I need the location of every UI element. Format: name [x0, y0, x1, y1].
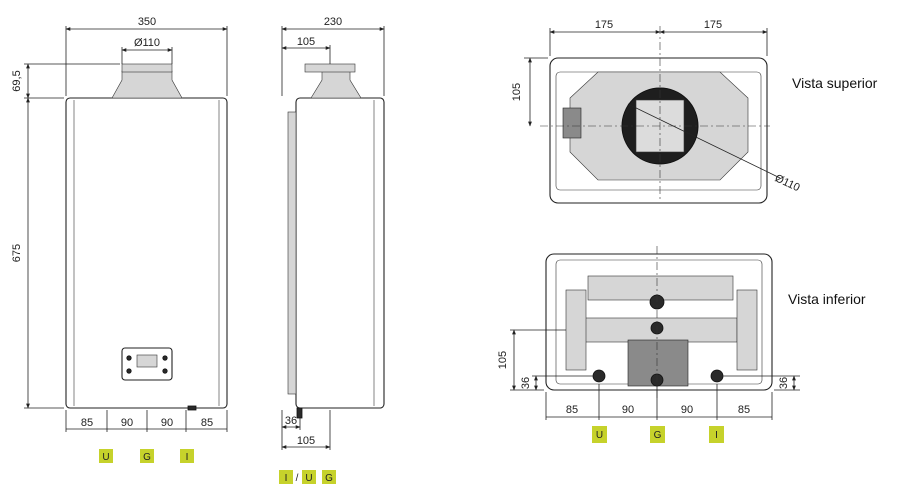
front-flue-adapter [111, 70, 183, 99]
bottom-view-label: Vista inferior [788, 291, 866, 307]
bottom-side-pipe-right [736, 289, 758, 371]
front-flue-pipe [121, 63, 173, 73]
connection-label: U [596, 430, 603, 441]
bottom-right-offset-dim: 36 [778, 377, 790, 389]
side-bottom-depth-dim: 105 [297, 435, 315, 447]
front-spacing-1: 85 [81, 417, 93, 429]
bottom-spacing-2: 90 [622, 404, 634, 416]
connection-label: G [654, 430, 662, 441]
top-depth-offset-dim: 105 [511, 83, 523, 101]
connection-u-icon [592, 369, 606, 383]
connection-label: U [102, 452, 109, 463]
front-width-dim: 350 [138, 16, 156, 28]
connection-badge-g [140, 449, 154, 463]
bottom-spacing-1: 85 [566, 404, 578, 416]
control-display [136, 354, 158, 368]
top-half-width-right: 175 [704, 19, 722, 31]
side-bottom-offset-dim: 36 [285, 415, 297, 427]
connection-badge-i [279, 470, 293, 484]
side-bottom-pipe [296, 407, 303, 419]
connection-label: U [305, 473, 312, 484]
top-flue-diameter-dim: Ø110 [773, 172, 802, 194]
top-connector-block [562, 107, 582, 139]
bottom-spacing-4: 85 [738, 404, 750, 416]
side-mounting-bracket [287, 111, 297, 395]
connection-badge-i [709, 426, 724, 443]
control-button-icon [162, 368, 168, 374]
control-button-icon [126, 368, 132, 374]
front-top-height-dim: 69,5 [11, 70, 23, 91]
front-flue-diameter-dim: Ø110 [134, 37, 160, 49]
front-body-height-dim: 675 [11, 244, 23, 262]
connection-badge-g [650, 426, 665, 443]
connection-badge-u [302, 470, 316, 484]
control-button-icon [126, 355, 132, 361]
bottom-spacing-3: 90 [681, 404, 693, 416]
side-view: 230 105 36 105 I / U G [279, 16, 385, 484]
control-button-icon [162, 355, 168, 361]
connection-label: I [186, 452, 189, 463]
top-view-label: Vista superior [792, 75, 878, 91]
connection-separator: / [296, 473, 299, 484]
front-bottom-connector [187, 405, 197, 411]
connection-badge-u [99, 449, 113, 463]
top-view: 175 175 105 Ø110 Vista superior [511, 19, 878, 204]
connection-label: G [143, 452, 151, 463]
connection-badge-i [180, 449, 194, 463]
front-spacing-3: 90 [161, 417, 173, 429]
side-boiler-body [295, 97, 385, 409]
connection-badge-g [322, 470, 336, 484]
side-depth-dim: 230 [324, 16, 342, 28]
front-spacing-4: 85 [201, 417, 213, 429]
bottom-left-offset-dim: 36 [520, 377, 532, 389]
connection-i-icon [710, 369, 724, 383]
connection-label: I [715, 430, 718, 441]
bottom-view: 105 36 36 85 90 90 85 U G I Vista inferi… [497, 246, 866, 443]
bottom-side-pipe-left [565, 289, 587, 371]
connection-badge-u [592, 426, 607, 443]
top-half-width-left: 175 [595, 19, 613, 31]
side-flue-pipe [304, 63, 356, 73]
connection-label: G [325, 473, 333, 484]
front-view: 350 Ø110 69,5 675 85 90 90 85 U G I [11, 16, 228, 463]
side-flue-adapter [310, 70, 362, 99]
side-flue-offset-dim: 105 [297, 36, 315, 48]
bottom-height-dim: 105 [497, 351, 509, 369]
front-spacing-2: 90 [121, 417, 133, 429]
connection-label: I [285, 473, 288, 484]
